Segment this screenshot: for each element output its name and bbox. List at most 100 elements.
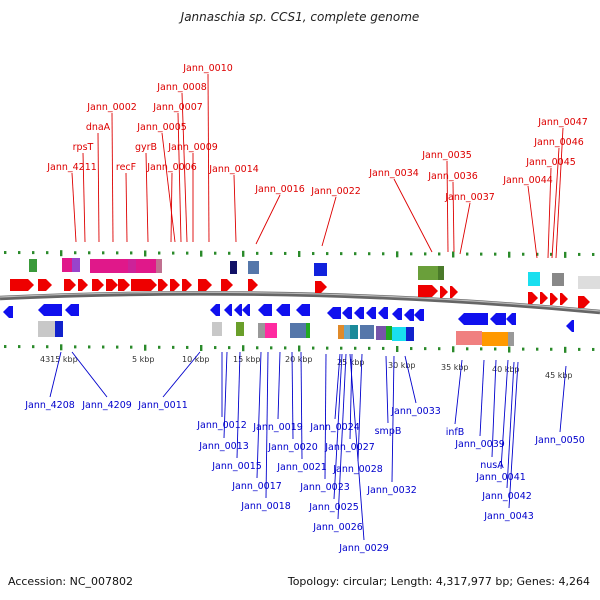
forward-gene-arrow [170,279,180,291]
leader-line [321,196,337,247]
forward-gene-label: Jann_0009 [167,142,218,153]
reverse-gene-arrow [392,308,402,320]
reverse-gene-label: Jann_0039 [454,439,505,450]
ruler-tick [4,251,7,255]
ruler-tick [368,252,371,256]
reverse-gene-arrow [414,309,424,321]
ruler-tick [116,345,119,349]
backbone-line [0,291,600,315]
forward-gene-arrow [198,279,212,291]
scale-tick-label: 20 kbp [285,355,313,364]
feature-box [258,323,265,338]
feature-box [29,259,37,272]
ruler-tick [46,345,49,349]
ruler-tick [18,345,21,349]
leader-line [459,202,471,255]
forward-gene-label: rpsT [73,142,94,153]
ruler-tick [354,252,357,256]
leader-line [506,361,515,489]
ruler-tick [480,347,483,351]
reverse-gene-arrow [296,304,310,316]
reverse-gene-arrow [404,309,414,321]
feature-box [482,332,508,346]
forward-gene-arrow [131,279,157,291]
ruler-tick [256,251,259,255]
reverse-gene-arrow [224,304,232,316]
ruler-tick [592,252,595,256]
leader-line [236,351,241,459]
feature-box [344,325,350,339]
reverse-gene-label: Jann_0019 [252,422,303,433]
ruler-tick [564,346,567,353]
feature-box [376,326,386,340]
forward-gene-label: Jann_0006 [146,162,197,173]
forward-gene-label: Jann_0008 [156,82,207,93]
feature-box [306,323,310,338]
leader-line [49,351,62,398]
reverse-gene-arrow [506,313,516,325]
ruler-tick [508,251,511,258]
leader-line [265,351,269,499]
forward-gene-label: Jann_0010 [182,63,233,74]
ruler-tick [536,347,539,351]
ruler-tick [298,250,301,257]
forward-gene-arrow [118,279,130,291]
ruler-tick [158,251,161,255]
reverse-gene-label: Jann_0023 [299,482,350,493]
reverse-gene-arrow [234,304,242,316]
ruler-tick [284,346,287,350]
reverse-gene-label: Jann_0025 [308,502,359,513]
leader-line [479,359,485,437]
ruler-tick [522,252,525,256]
leader-line [393,178,433,253]
reverse-gene-arrow [366,307,376,319]
ruler-tick [172,251,175,255]
ruler-tick [354,346,357,350]
leader-line [145,152,149,243]
ruler-tick [186,345,189,349]
reverse-gene-label: Jann_0015 [211,461,262,472]
ruler-tick [32,251,35,255]
feature-track [3,258,600,346]
feature-box [552,273,564,286]
ruler-tick [130,345,133,349]
ruler-tick [382,346,385,350]
leader-line [125,172,128,243]
ruler-tick [396,345,399,352]
ruler-tick [116,251,119,255]
ruler-tick [452,251,455,258]
ruler-tick [74,251,77,255]
reverse-gene-label: Jann_0020 [267,442,318,453]
reverse-gene-label: Jann_0017 [231,481,282,492]
leader-line [333,353,343,500]
forward-gene-arrow [221,279,233,291]
forward-gene-arrow [158,279,168,291]
ruler-tick [438,252,441,256]
genome-summary-text: Topology: circular; Length: 4,317,977 bp… [287,575,590,588]
ruler-tick [284,251,287,255]
reverse-gene-label: Jann_0024 [309,422,360,433]
ruler-tick [340,252,343,256]
ruler-tick [228,346,231,350]
reverse-gene-arrow [354,307,364,319]
ruler-tick [578,347,581,351]
forward-gene-label: dnaA [86,122,111,133]
feature-box [156,259,162,273]
label-leaders [49,73,567,541]
reverse-gene-arrow [566,320,574,332]
feature-box [90,259,128,273]
ruler-tick [382,252,385,256]
leader-line [349,353,353,440]
reverse-gene-arrow [342,307,352,319]
feature-box [528,272,540,286]
feature-box [578,276,600,289]
ruler-tick [340,346,343,350]
forward-gene-label: Jann_0045 [525,157,576,168]
ruler-tick [424,252,427,256]
forward-gene-arrow [528,292,538,304]
ruler-tick [326,252,329,256]
leader-line [334,353,341,420]
forward-gene-arrow [92,279,104,291]
forward-gene-label: Jann_4211 [46,162,97,173]
reverse-gene-label: smpB [375,426,402,437]
